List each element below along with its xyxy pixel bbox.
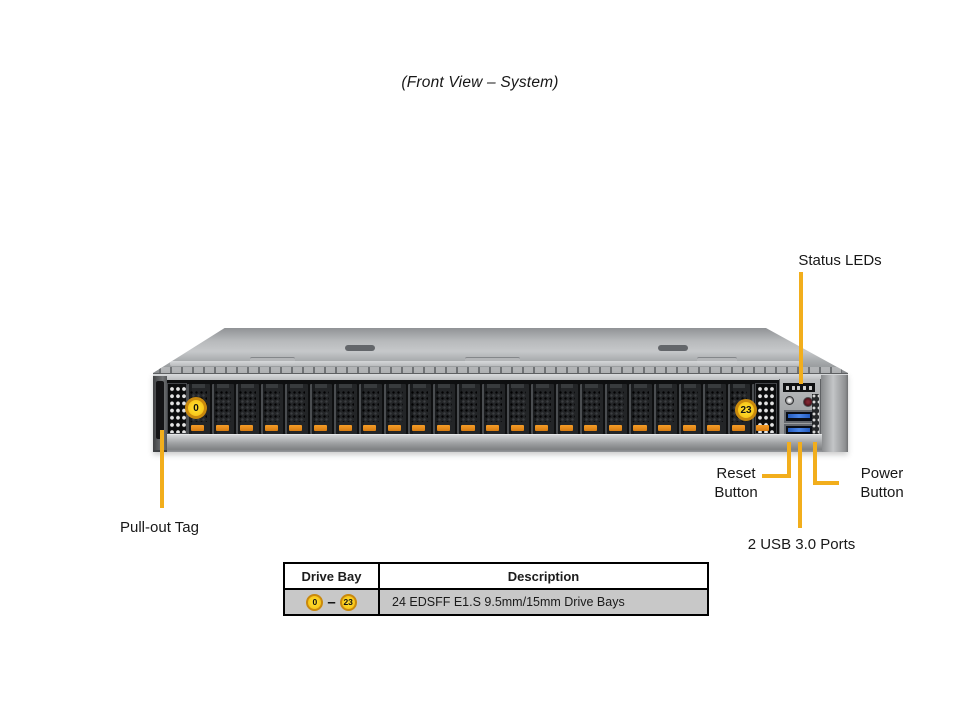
power-callout-line-v	[813, 442, 817, 485]
reset-callout-line-v	[787, 442, 791, 478]
chassis-front-bezel	[153, 373, 848, 452]
status-led-icon	[797, 385, 801, 390]
last-bay-badge-small: 23	[339, 593, 357, 611]
front-control-panel	[779, 379, 821, 441]
panel-vent-holes	[812, 394, 819, 438]
status-led-icon	[808, 385, 812, 390]
drive-bay	[481, 384, 505, 434]
drive-latch	[412, 425, 426, 431]
drive-bay	[383, 384, 407, 434]
last-bay-badge: 23	[735, 399, 757, 421]
drive-latch	[215, 425, 229, 431]
chassis-top-lid	[153, 328, 848, 373]
drive-bay	[285, 384, 308, 434]
drive-bay	[457, 384, 480, 434]
drive-latch	[387, 425, 401, 431]
drive-latch	[338, 425, 352, 431]
drive-latch	[436, 425, 450, 431]
pullout-tag-callout-line	[160, 430, 164, 508]
drive-latch	[191, 425, 205, 431]
power-callout-line-h	[813, 481, 839, 485]
status-led-strip	[783, 383, 815, 392]
drive-latch	[608, 425, 622, 431]
drive-latch	[633, 425, 647, 431]
usb-tongue	[788, 414, 810, 418]
drive-latch	[535, 425, 549, 431]
reset-button	[785, 396, 794, 405]
status-led-icon	[791, 385, 795, 390]
drive-bay	[678, 384, 702, 434]
usb-tongue	[788, 428, 810, 432]
lid-recess-right	[697, 357, 737, 364]
status-leds-label: Status LEDs	[798, 252, 882, 269]
drive-latch	[363, 425, 377, 431]
drive-bay	[334, 384, 358, 434]
lid-vent-dots	[159, 367, 842, 373]
description-header-cell: Description	[507, 568, 580, 584]
reset-callout-line-h	[762, 474, 791, 478]
drive-latch	[707, 425, 721, 431]
usb-callout-line	[798, 442, 802, 528]
lid-latch-left	[345, 345, 375, 351]
drive-latch	[682, 425, 696, 431]
pullout-tag-label: Pull-out Tag	[120, 519, 199, 536]
reset-button-label: Reset Button	[714, 465, 758, 501]
drive-latch	[658, 425, 672, 431]
drive-bay	[580, 384, 603, 434]
bezel-bottom-rail	[167, 434, 822, 452]
table-header-row: Drive Bay Description	[285, 564, 707, 590]
range-separator: –	[327, 593, 336, 611]
pull-out-tag	[156, 381, 164, 439]
drive-bay-table: Drive Bay Description 0 – 23 24 EDSFF E1…	[283, 562, 709, 616]
drive-latch	[584, 425, 598, 431]
drive-bay	[629, 384, 652, 434]
right-rack-ear	[821, 375, 848, 452]
drive-bay	[211, 384, 235, 434]
drive-bay	[604, 384, 628, 434]
usb-ports-label: 2 USB 3.0 Ports	[747, 536, 856, 553]
status-leds-callout-line	[799, 272, 803, 384]
drive-bay	[236, 384, 259, 434]
drive-latch	[559, 425, 573, 431]
drive-bay	[555, 384, 579, 434]
drive-bay	[703, 384, 726, 434]
status-led-icon	[786, 385, 790, 390]
drive-bay	[653, 384, 677, 434]
drive-bay	[408, 384, 431, 434]
status-led-icon	[803, 385, 807, 390]
bay-range-cell: 0 – 23	[285, 590, 380, 614]
lid-recess-center	[465, 357, 520, 364]
drive-bay	[531, 384, 554, 434]
lid-recess-left	[250, 357, 295, 364]
table-data-row: 0 – 23 24 EDSFF E1.S 9.5mm/15mm Drive Ba…	[285, 590, 707, 614]
server-front-view	[153, 328, 848, 452]
description-cell: 24 EDSFF E1.S 9.5mm/15mm Drive Bays	[392, 595, 625, 609]
drive-bay	[309, 384, 333, 434]
drive-latch	[756, 425, 770, 431]
drive-latch	[313, 425, 328, 431]
drive-latch	[461, 425, 475, 431]
drive-bay	[260, 384, 284, 434]
right-vent-grille	[755, 383, 777, 434]
drive-latch	[264, 425, 278, 431]
drive-latch	[731, 425, 745, 431]
first-bay-badge-small: 0	[306, 593, 324, 611]
drive-latch	[289, 425, 303, 431]
power-button-label: Power Button	[860, 465, 904, 501]
page-title: (Front View – System)	[401, 74, 559, 91]
drive-latch	[510, 425, 524, 431]
first-bay-badge: 0	[185, 397, 207, 419]
usb3-port-1	[784, 410, 814, 423]
lid-front-groove	[170, 361, 800, 366]
drive-latch	[486, 425, 500, 431]
drive-bay	[432, 384, 456, 434]
drive-bay	[359, 384, 382, 434]
left-vent-grille	[167, 383, 187, 434]
drive-bay-array	[187, 384, 775, 434]
drive-bay	[506, 384, 530, 434]
drive-latch	[240, 425, 254, 431]
lid-latch-right	[658, 345, 688, 351]
drive-bay-header-cell: Drive Bay	[285, 564, 380, 588]
